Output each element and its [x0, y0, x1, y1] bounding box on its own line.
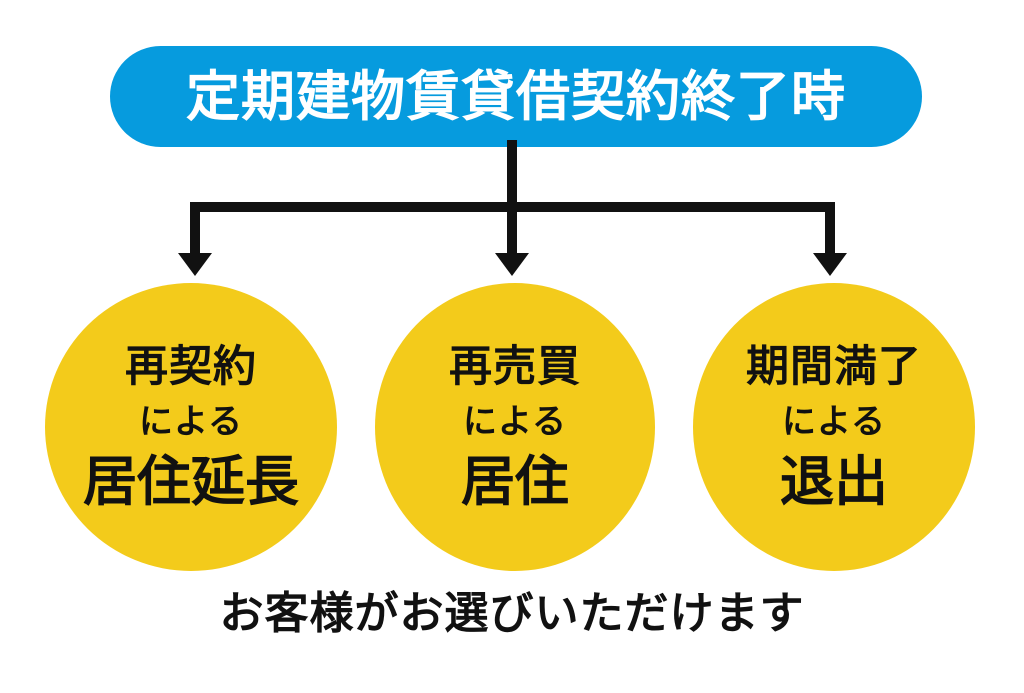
option-circle-moveout: 期間満了 による 退出	[693, 283, 975, 571]
header-pill-label: 定期建物賃貸借契約終了時	[186, 66, 846, 127]
arrowhead-left-icon	[178, 253, 212, 276]
connector-arrows	[178, 140, 847, 276]
connector-drop-left	[190, 202, 200, 260]
option-1-line-3: 居住延長	[83, 451, 299, 512]
header-pill: 定期建物賃貸借契約終了時	[110, 46, 922, 147]
connector-drop-middle	[507, 202, 517, 260]
option-1-line-2: による	[139, 402, 243, 441]
connector-stem	[507, 140, 517, 212]
connector-drop-right	[825, 202, 835, 260]
option-3-line-3: 退出	[780, 451, 888, 512]
option-circle-resale: 再売買 による 居住	[375, 283, 655, 571]
option-2-line-2: による	[463, 402, 567, 441]
option-circle-recontract: 再契約 による 居住延長	[45, 283, 337, 571]
footer-caption: お客様がお選びいただけます	[219, 589, 805, 638]
option-2-line-3: 居住	[461, 451, 569, 512]
arrowhead-middle-icon	[495, 253, 529, 276]
option-3-line-1: 期間満了	[746, 342, 922, 391]
option-3-line-2: による	[782, 402, 886, 441]
arrowhead-right-icon	[813, 253, 847, 276]
option-1-line-1: 再契約	[125, 342, 257, 391]
option-2-line-1: 再売買	[449, 342, 581, 391]
